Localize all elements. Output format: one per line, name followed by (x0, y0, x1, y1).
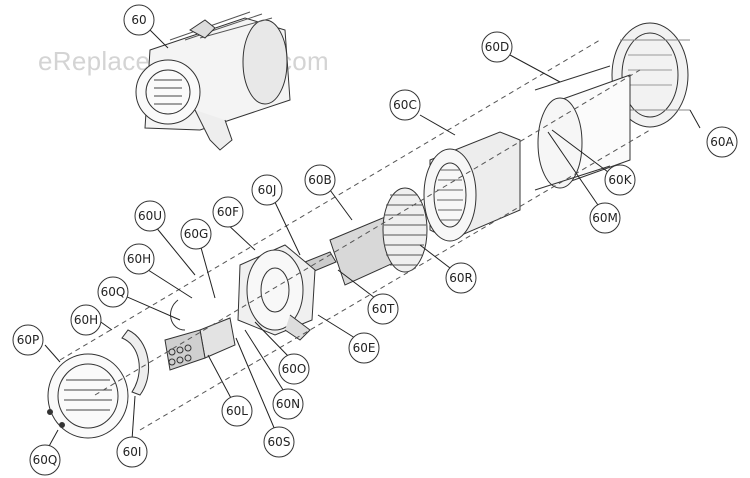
callout-60M: 60M (589, 202, 621, 234)
callout-60Q-top: 60Q (97, 276, 129, 308)
callout-60G: 60G (180, 218, 212, 250)
callout-60M-label: 60M (592, 211, 618, 225)
callout-60B: 60B (304, 164, 336, 196)
callout-60A-label: 60A (710, 135, 734, 149)
callout-60L: 60L (221, 395, 253, 427)
callout-60P-label: 60P (17, 333, 40, 347)
callout-60O-label: 60O (282, 362, 307, 376)
callout-60N-label: 60N (276, 397, 300, 411)
callout-60B-label: 60B (308, 173, 332, 187)
callout-60J-label: 60J (258, 183, 277, 197)
callout-60P: 60P (12, 324, 44, 356)
front-bracket (237, 244, 316, 341)
callout-60H-bottom: 60H (70, 304, 102, 336)
callout-60Q-top-label: 60Q (101, 285, 126, 299)
callout-60F: 60F (212, 196, 244, 228)
callouts: 60 60D 60C 60A 60K 60M (12, 4, 738, 476)
callout-60T: 60T (367, 293, 399, 325)
callout-60J: 60J (251, 174, 283, 206)
callout-60A: 60A (706, 126, 738, 158)
brush-holder (164, 299, 236, 371)
callout-60U-label: 60U (138, 209, 162, 223)
callout-60O: 60O (278, 353, 310, 385)
end-cover (47, 353, 129, 439)
callout-60D-label: 60D (485, 40, 510, 54)
callout-60D: 60D (481, 31, 513, 63)
callout-60S-label: 60S (268, 435, 291, 449)
callout-60: 60 (123, 4, 155, 36)
callout-60R: 60R (445, 262, 477, 294)
clamp (121, 329, 150, 396)
leader-lines (44, 29, 701, 449)
callout-60C: 60C (389, 89, 421, 121)
callout-60K-label: 60K (608, 173, 632, 187)
callout-60E: 60E (348, 332, 380, 364)
cylinder-shell (534, 65, 631, 191)
callout-60N: 60N (272, 388, 304, 420)
callout-60H-top-label: 60H (127, 252, 151, 266)
callout-60E-label: 60E (353, 341, 376, 355)
callout-60U: 60U (134, 200, 166, 232)
callout-60F-label: 60F (217, 205, 239, 219)
callout-60Q-bottom-label: 60Q (33, 453, 58, 467)
end-cap (611, 22, 690, 128)
callout-60H-top: 60H (123, 243, 155, 275)
callout-60I: 60I (116, 436, 148, 468)
stator (423, 131, 521, 242)
callout-60K: 60K (604, 164, 636, 196)
callout-60R-label: 60R (449, 271, 473, 285)
callout-60Q-bottom: 60Q (29, 444, 61, 476)
callout-60H-bottom-label: 60H (74, 313, 98, 327)
callout-60G-label: 60G (184, 227, 209, 241)
callout-60C-label: 60C (393, 98, 417, 112)
callout-60T-label: 60T (372, 302, 395, 316)
callout-60S: 60S (263, 426, 295, 458)
alignment-axis (59, 39, 651, 431)
callout-60-label: 60 (131, 13, 146, 27)
callout-60I-label: 60I (123, 445, 142, 459)
assembled-alternator (135, 11, 291, 151)
callout-60L-label: 60L (226, 404, 248, 418)
rotor-assembly (304, 187, 428, 286)
